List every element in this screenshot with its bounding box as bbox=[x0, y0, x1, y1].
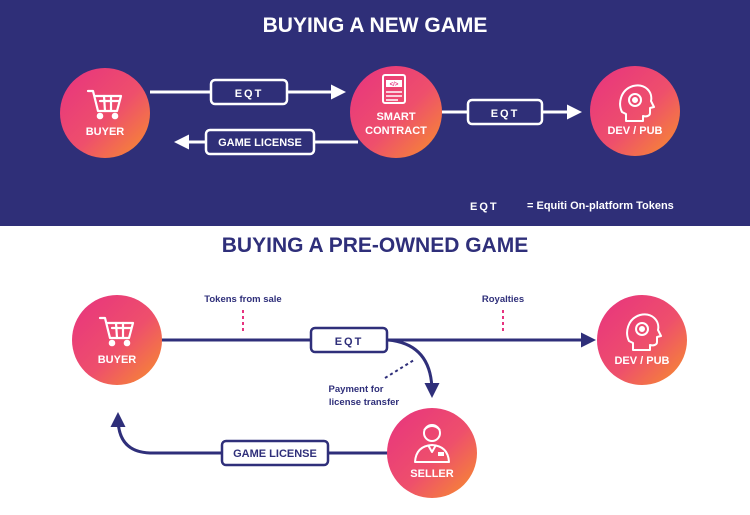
payment-flow-to-seller bbox=[387, 338, 440, 398]
legend-eqt-mark: EQT bbox=[470, 201, 499, 213]
brain-gear-icon bbox=[619, 84, 655, 122]
dev-pub-node-top: DEV / PUB bbox=[590, 66, 680, 156]
pre-owned-title: BUYING A PRE-OWNED GAME bbox=[222, 234, 528, 257]
brain-gear-icon bbox=[626, 313, 662, 351]
eqt-token-label: EQT bbox=[335, 336, 364, 348]
svg-text:</>: </> bbox=[390, 82, 399, 88]
buyer-node-top: BUYER bbox=[60, 68, 150, 158]
dev-pub-label: DEV / PUB bbox=[607, 125, 662, 137]
seller-label: SELLER bbox=[410, 468, 453, 480]
smart-contract-node: </> SMART CONTRACT bbox=[350, 66, 442, 158]
license-flow-seller-to-buyer bbox=[110, 412, 388, 455]
eqt-token-label: EQT bbox=[235, 88, 264, 100]
tokens-from-sale-note: Tokens from sale bbox=[204, 294, 281, 305]
payment-note-line-2: license transfer bbox=[329, 397, 400, 408]
eqt-token-box-2: EQT bbox=[466, 98, 544, 126]
buyer-node-bottom: BUYER bbox=[72, 295, 162, 385]
game-license-label: GAME LICENSE bbox=[233, 448, 317, 460]
game-license-box-bottom: GAME LICENSE bbox=[220, 439, 330, 467]
seller-node: SELLER bbox=[387, 408, 477, 498]
shopping-cart-icon bbox=[98, 316, 135, 347]
legend-text: = Equiti On-platform Tokens bbox=[527, 200, 674, 212]
shopping-cart-icon bbox=[86, 89, 123, 120]
smart-contract-label-2: CONTRACT bbox=[365, 125, 427, 137]
person-icon bbox=[414, 424, 450, 463]
buyer-label: BUYER bbox=[98, 354, 137, 366]
code-document-icon: </> bbox=[382, 74, 406, 104]
legend: EQT = Equiti On-platform Tokens bbox=[470, 200, 674, 213]
game-license-label: GAME LICENSE bbox=[218, 137, 302, 149]
buyer-label: BUYER bbox=[86, 126, 125, 138]
dev-pub-label: DEV / PUB bbox=[614, 355, 669, 367]
new-game-title: BUYING A NEW GAME bbox=[263, 14, 488, 37]
royalties-note: Royalties bbox=[482, 294, 524, 305]
payment-note-pointer bbox=[384, 359, 415, 379]
payment-note-line-1: Payment for bbox=[329, 384, 384, 395]
eqt-token-box-3: EQT bbox=[309, 326, 389, 354]
eqt-token-label: EQT bbox=[491, 108, 520, 120]
dev-pub-node-bottom: DEV / PUB bbox=[597, 295, 687, 385]
game-license-box-top: GAME LICENSE bbox=[204, 128, 316, 156]
smart-contract-label-1: SMART bbox=[376, 111, 415, 123]
eqt-token-box-1: EQT bbox=[209, 78, 289, 106]
